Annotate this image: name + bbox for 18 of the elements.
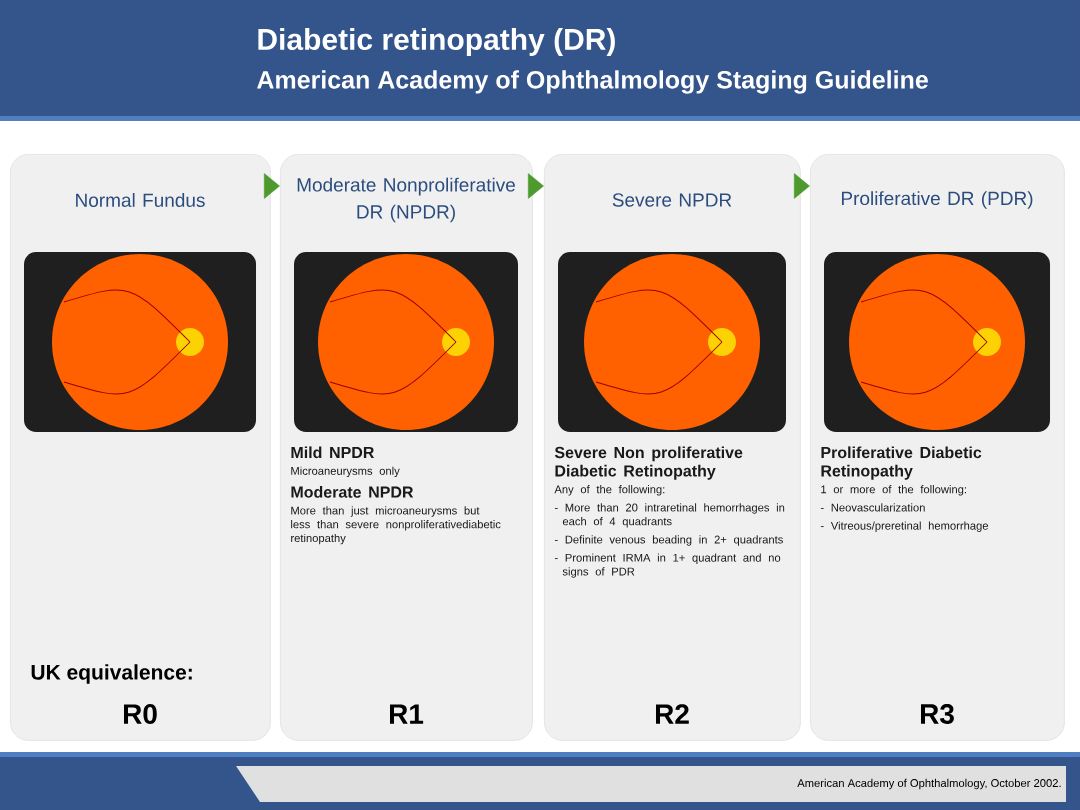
subtitle: American Academy of Ophthalmology Staging Guideline [257,70,928,94]
section-heading: Severe Non proliferative Diabetic Retinopathy [554,446,743,480]
chevron-arrow [793,173,810,199]
section-heading: Mild NPDR [291,446,375,459]
grade-code: R0 [124,704,157,724]
chevron-arrow [263,173,280,199]
grade-code: R1 [390,704,424,724]
column-heading: Proliferative DR (PDR) [842,191,1033,209]
title: Diabetic retinopathy (DR) [258,28,615,56]
column-heading: Severe NPDR [612,193,732,207]
grade-code: R3 [921,704,954,724]
column-heading: Moderate Nonproliferative DR (NPDR) [297,177,515,223]
column-heading: Normal Fundus [76,193,205,207]
equivalence-label: UK equivalence: [31,664,192,684]
section-heading: Moderate NPDR [291,486,414,498]
chevron-arrow [527,173,544,199]
grade-code: R2 [656,704,689,724]
section-heading: Proliferative Diabetic Retinopathy [821,446,982,480]
